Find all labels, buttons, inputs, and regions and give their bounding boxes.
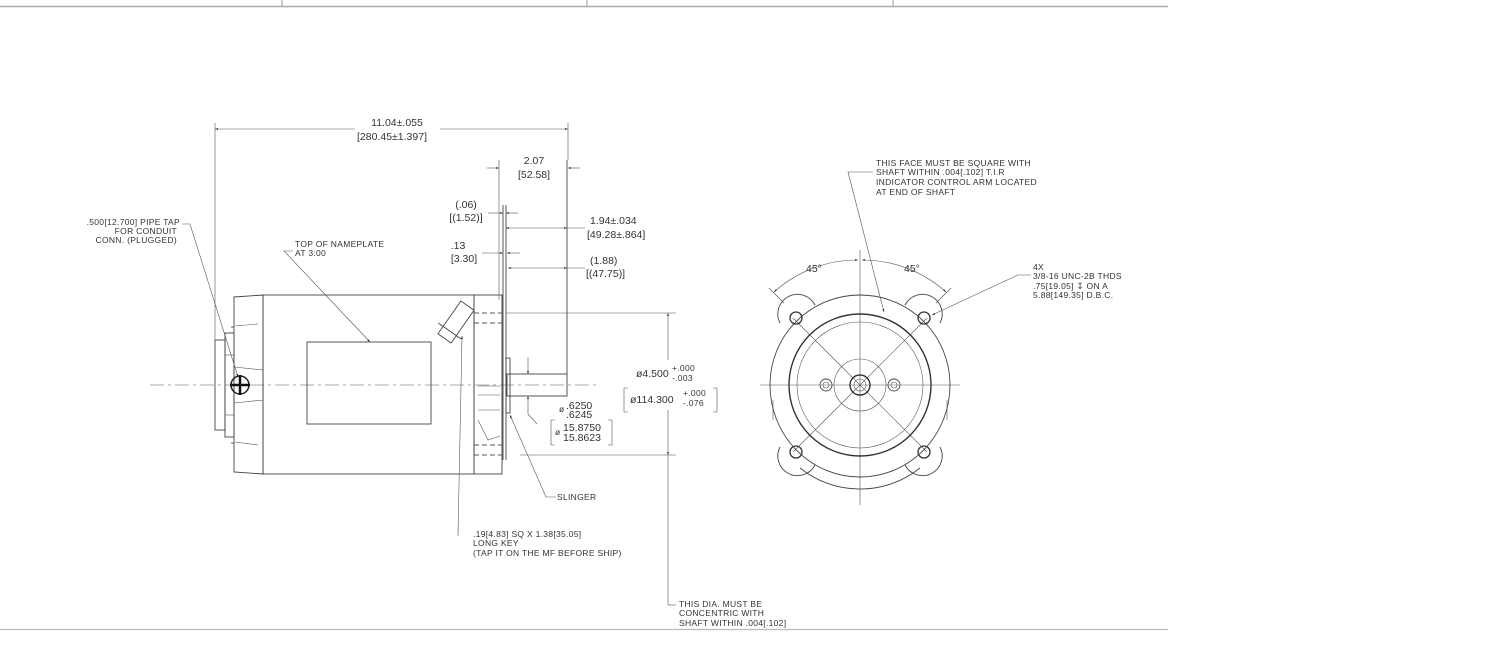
angle-right-label: 45°: [904, 263, 920, 275]
svg-text:TOP OF NAMEPLATE: TOP OF NAMEPLATE: [295, 239, 384, 249]
svg-text:.75[19.05] ↧ ON A: .75[19.05] ↧ ON A: [1033, 281, 1108, 291]
svg-text:[52.58]: [52.58]: [518, 169, 550, 181]
bolt-holes: [777, 293, 943, 477]
svg-text:+.000: +.000: [672, 363, 695, 373]
svg-text:THIS DIA. MUST BE: THIS DIA. MUST BE: [679, 599, 762, 609]
svg-text:15.8623: 15.8623: [563, 432, 601, 444]
shaft-diameter-dim: ø .6250 .6245 ø 15.8750 15.8623: [550, 400, 613, 446]
shaft-end: [849, 374, 871, 396]
svg-text:[(47.75)]: [(47.75)]: [586, 268, 625, 280]
svg-text:AT END OF SHAFT: AT END OF SHAFT: [876, 187, 955, 197]
hub: [833, 358, 887, 412]
shaft-extension-dim: 2.07: [524, 155, 545, 167]
pipe-tap-note: .500[12.700] PIPE TAP FOR CONDUIT CONN. …: [87, 217, 180, 245]
svg-text:.6250: .6250: [566, 400, 592, 412]
thread-note: 4X 3/8-16 UNC-2B THDS .75[19.05] ↧ ON A …: [1033, 262, 1122, 300]
svg-text:[280.45±1.397]: [280.45±1.397]: [357, 131, 427, 143]
svg-text:-.003: -.003: [672, 373, 693, 383]
key-symbol: [437, 300, 475, 344]
svg-text:+.000: +.000: [683, 388, 706, 398]
mounting-face: [788, 313, 932, 457]
svg-text:-.076: -.076: [683, 398, 704, 408]
slinger-note: SLINGER: [557, 492, 596, 502]
svg-text:(TAP IT ON THE MF BEFORE SHIP): (TAP IT ON THE MF BEFORE SHIP): [473, 548, 622, 558]
svg-text:ø114.300: ø114.300: [630, 394, 674, 406]
svg-text:INDICATOR CONTROL ARM LOCATED: INDICATOR CONTROL ARM LOCATED: [876, 177, 1037, 187]
end-view: 45° 45° THIS FACE MUST BE SQUARE WITH SH…: [760, 158, 1122, 505]
front-flange: [473, 294, 503, 475]
concentric-note: THIS DIA. MUST BE CONCENTRIC WITH SHAFT …: [679, 599, 786, 628]
slinger: [505, 357, 511, 414]
svg-text:[3.30]: [3.30]: [451, 253, 477, 265]
title-block: [0, 0, 1168, 631]
face-square-note: THIS FACE MUST BE SQUARE WITH SHAFT WITH…: [876, 158, 1037, 197]
svg-text:SHAFT WITHIN .004[.102]: SHAFT WITHIN .004[.102]: [679, 618, 786, 628]
svg-text:SHAFT WITHIN .004[.102] T.I.R: SHAFT WITHIN .004[.102] T.I.R: [876, 167, 1005, 177]
nameplate: [306, 341, 432, 425]
pilot-diameter-dim: ø4.500 +.000 -.003 ø114.300 +.000 -.076: [623, 363, 718, 413]
svg-text:CONN. (PLUGGED): CONN. (PLUGGED): [96, 235, 177, 245]
svg-text:FOR CONDUIT: FOR CONDUIT: [115, 226, 177, 236]
svg-text:.6245: .6245: [566, 409, 592, 421]
svg-text:CONCENTRIC WITH: CONCENTRIC WITH: [679, 608, 764, 618]
svg-text:.13: .13: [451, 240, 466, 252]
svg-text:(1.88): (1.88): [590, 255, 617, 267]
flange-outline: [769, 294, 951, 478]
angle-left-label: 45°: [806, 263, 822, 275]
shaft: [506, 373, 568, 397]
key-note: .19[4.83] SQ X 1.38[35.05] LONG KEY (TAP…: [473, 529, 622, 558]
svg-text:4X: 4X: [1033, 262, 1044, 272]
svg-text:.19[4.83] SQ X 1.38[35.05]: .19[4.83] SQ X 1.38[35.05]: [473, 529, 581, 539]
motor-frame: [262, 294, 475, 475]
nameplate-note: TOP OF NAMEPLATE AT 3:00: [295, 239, 384, 258]
svg-text:15.8750: 15.8750: [563, 422, 601, 434]
svg-text:ø: ø: [559, 404, 565, 414]
svg-text:ø: ø: [555, 427, 561, 437]
svg-text:AT 3:00: AT 3:00: [295, 248, 326, 258]
pipe-plug-icon: [230, 375, 250, 395]
svg-text:[(1.52)]: [(1.52)]: [449, 212, 482, 224]
svg-text:5.88[149.35] D.B.C.: 5.88[149.35] D.B.C.: [1033, 290, 1113, 300]
svg-text:THIS FACE MUST BE SQUARE WITH: THIS FACE MUST BE SQUARE WITH: [876, 158, 1031, 168]
svg-text:3/8-16 UNC-2B THDS: 3/8-16 UNC-2B THDS: [1033, 271, 1122, 281]
svg-text:LONG KEY: LONG KEY: [473, 538, 519, 548]
svg-text:(.06): (.06): [455, 199, 477, 211]
side-view: 11.04±.055 [280.45±1.397] 2.07 [52.58] (…: [87, 117, 786, 628]
svg-text:ø4.500: ø4.500: [636, 368, 669, 380]
overall-length-dim: 11.04±.055: [371, 117, 423, 129]
svg-text:1.94±.034: 1.94±.034: [590, 215, 637, 227]
svg-text:.500[12.700] PIPE TAP: .500[12.700] PIPE TAP: [87, 217, 180, 227]
svg-text:[49.28±.864]: [49.28±.864]: [587, 229, 645, 241]
